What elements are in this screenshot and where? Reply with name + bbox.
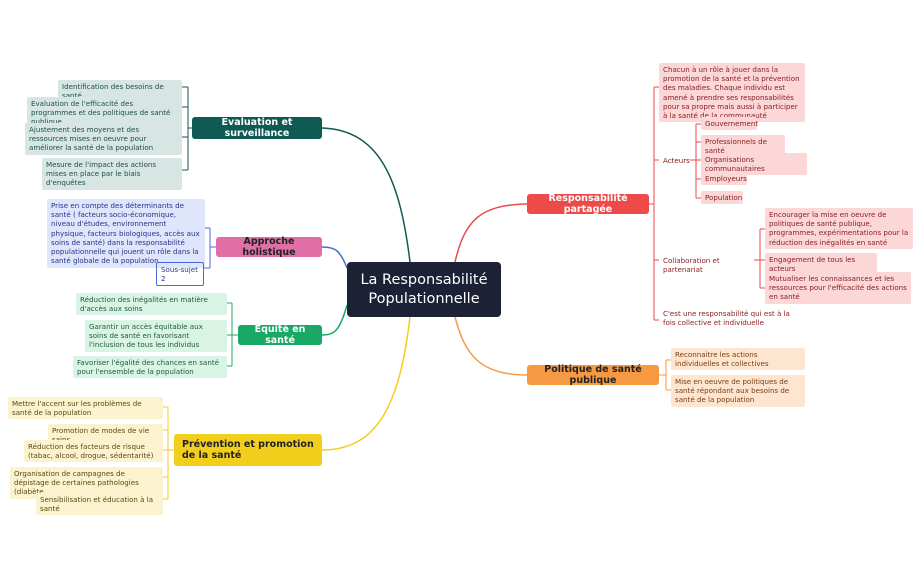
prevention-item-text: Sensibilisation et éducation à la santé [40,495,154,514]
acteur-item-text: Employeurs [705,174,747,183]
evaluation-item-text: Ajustement des moyens et des ressources … [29,125,154,153]
acteur-item[interactable]: Professionnels de santé [701,135,785,158]
branch-politique-label: Politique de santé publique [544,364,642,386]
acteur-item[interactable]: Population [701,191,743,205]
acteur-item[interactable]: Organisations communautaires [701,153,807,176]
collaboration-item[interactable]: Engagement de tous les acteurs [765,253,877,276]
wire-approche [321,246,348,269]
evaluation-item-text: Mesure de l'impact des actions mises en … [46,160,157,188]
acteur-item-text: Population [705,193,743,202]
wire-prevention [321,316,411,451]
evaluation-item[interactable]: Mesure de l'impact des actions mises en … [42,158,182,190]
branch-equite-label: Equité en santé [254,324,306,346]
approche-item[interactable]: Prise en compte des déterminants de sant… [47,199,205,268]
branch-prevention[interactable]: Prévention et promotion de la santé [174,434,322,466]
prevention-item-text: Mettre l'accent sur les problèmes de san… [12,399,142,418]
politique-item-text: Reconnaitre les actions individuelles et… [675,350,769,369]
equite-item[interactable]: Favoriser l'égalité des chances en santé… [73,356,227,379]
collaboration-item-text: Mutualiser les connaissances et les ress… [769,274,907,302]
branch-evaluation-label: Evaluation et surveillance [221,117,293,139]
central-topic-label: La Responsabilité Populationnelle [360,271,488,307]
equite-item[interactable]: Réduction des inégalités en matière d'ac… [76,293,227,316]
branch-responsabilite-label: Responsabilité partagée [548,193,628,215]
approche-item-text: Sous-sujet 2 [161,265,198,284]
acteur-item[interactable]: Gouvernement [701,117,759,131]
approche-item[interactable]: Sous-sujet 2 [156,262,204,287]
prevention-item[interactable]: Réduction des facteurs de risque (tabac,… [24,440,163,463]
prevention-item-text: Promotion de modes de vie sains [52,426,150,444]
collaboration-label: Collaboration et partenariat [663,256,720,275]
evaluation-item-text: Evaluation de l'efficacité des programme… [31,99,171,127]
evaluation-item[interactable]: Ajustement des moyens et des ressources … [25,123,182,155]
equite-item-text: Garantir un accès équitable aux soins de… [89,322,203,350]
branch-evaluation[interactable]: Evaluation et surveillance [192,117,322,139]
equite-item[interactable]: Garantir un accès équitable aux soins de… [85,320,227,352]
evaluation-item-text: Identification des besoins de santé [62,82,164,101]
responsabilite-outro-text: C'est une responsabilité qui est à la fo… [663,309,790,328]
prevention-item[interactable]: Mettre l'accent sur les problèmes de san… [8,397,163,420]
acteur-item-text: Organisations communautaires [705,155,765,174]
prevention-item[interactable]: Sensibilisation et éducation à la santé [36,493,163,516]
approche-item-text: Prise en compte des déterminants de sant… [51,201,200,266]
branch-responsabilite[interactable]: Responsabilité partagée [527,193,649,215]
wire-evaluation [321,127,411,263]
collaboration-node[interactable]: Collaboration et partenariat [659,254,757,276]
acteurs-label: Acteurs [663,156,690,165]
politique-item[interactable]: Reconnaitre les actions individuelles et… [671,348,805,371]
politique-item[interactable]: Mise en oeuvre de politiques de santé ré… [671,375,805,407]
politique-item-text: Mise en oeuvre de politiques de santé ré… [675,377,790,405]
wire-politique [454,316,528,376]
collaboration-item[interactable]: Encourager la mise en oeuvre de politiqu… [765,208,913,249]
branch-prevention-label: Prévention et promotion de la santé [182,439,314,461]
branch-approche[interactable]: Approche holistique [216,236,322,258]
acteur-item-text: Gouvernement [705,119,759,128]
collaboration-item[interactable]: Mutualiser les connaissances et les ress… [765,272,911,304]
acteur-item[interactable]: Employeurs [701,172,747,186]
prevention-item-text: Organisation de campagnes de dépistage d… [14,469,139,497]
acteurs-node[interactable]: Acteurs [659,154,693,167]
equite-item-text: Favoriser l'égalité des chances en santé… [77,358,219,377]
responsabilite-outro[interactable]: C'est une responsabilité qui est à la fo… [659,307,799,329]
responsabilite-intro[interactable]: Chacun à un rôle à jouer dans la promoti… [659,63,805,123]
collaboration-item-text: Encourager la mise en oeuvre de politiqu… [769,210,909,247]
prevention-item-text: Réduction des facteurs de risque (tabac,… [28,442,154,461]
collaboration-item-text: Engagement de tous les acteurs [769,255,856,274]
branch-politique[interactable]: Politique de santé publique [527,364,659,386]
evaluation-item[interactable]: Identification des besoins de santé [58,80,182,103]
branch-equite[interactable]: Equité en santé [238,324,322,346]
wire-equite [321,304,348,336]
central-topic[interactable]: La Responsabilité Populationnelle [347,262,501,317]
responsabilite-intro-text: Chacun à un rôle à jouer dans la promoti… [663,65,800,121]
branch-approche-label: Approche holistique [242,236,296,258]
wire-responsabilite [454,203,528,263]
acteur-item-text: Professionnels de santé [705,137,767,156]
equite-item-text: Réduction des inégalités en matière d'ac… [80,295,208,314]
